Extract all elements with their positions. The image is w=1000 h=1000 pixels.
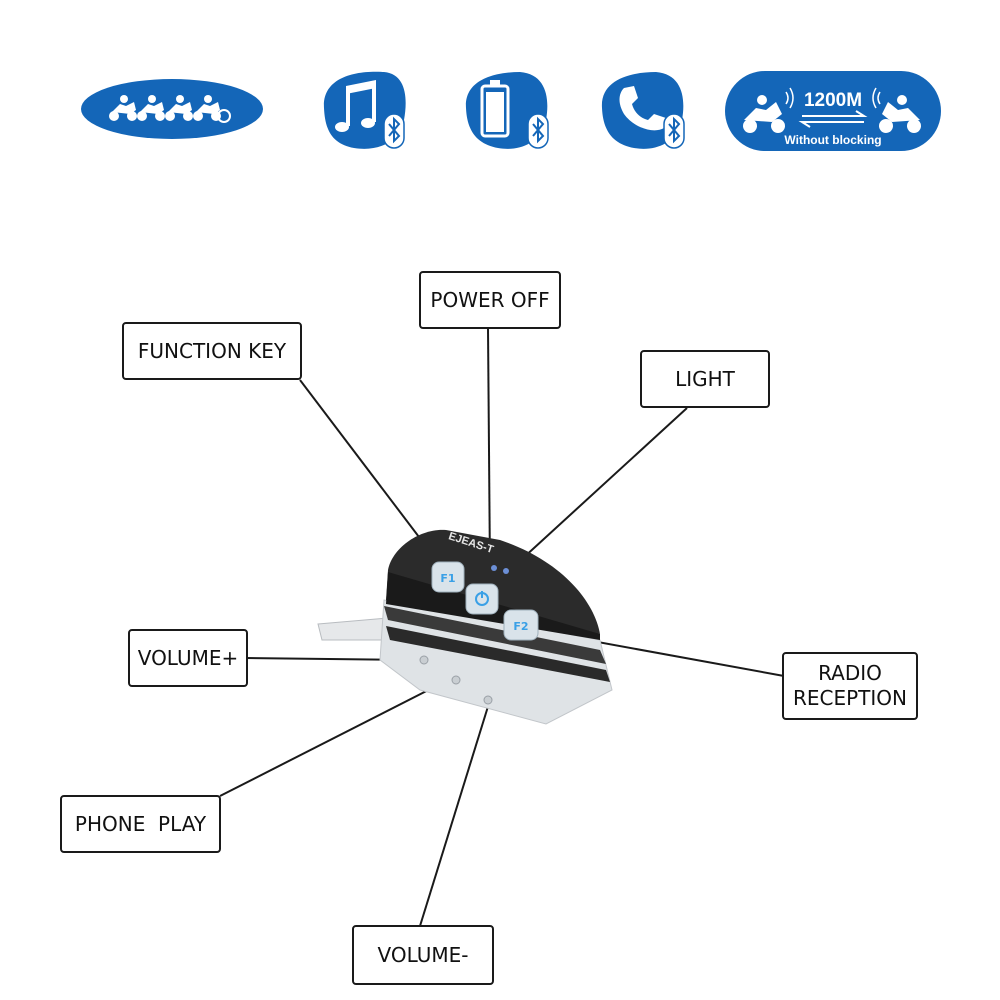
function-key-button[interactable]: F1	[431, 561, 465, 593]
label-phone-play: PHONE PLAY	[60, 795, 221, 853]
battery-icon	[458, 68, 552, 152]
radio-button[interactable]: F2	[503, 609, 539, 641]
label-volume-minus: VOLUME-	[352, 925, 494, 985]
label-function-key: FUNCTION KEY	[122, 322, 302, 380]
svg-text:F2: F2	[513, 620, 528, 633]
volume-minus-side-button[interactable]	[483, 695, 493, 705]
power-button[interactable]	[465, 583, 499, 615]
phone-play-side-button[interactable]	[451, 675, 461, 685]
label-power-off: POWER OFF	[419, 271, 561, 329]
range-label: 1200M	[804, 90, 862, 111]
led-light-2	[503, 568, 509, 574]
bluetooth-icon	[383, 113, 405, 149]
phone-icon	[594, 68, 688, 152]
volume-plus-side-button[interactable]	[419, 655, 429, 665]
led-light-1	[491, 565, 497, 571]
music-note-icon	[314, 68, 408, 152]
group-riders-icon	[80, 78, 264, 140]
label-radio-reception: RADIO RECEPTION	[782, 652, 918, 720]
svg-text:F1: F1	[440, 572, 455, 585]
leader-phone-play	[219, 677, 453, 797]
range-between-bikes-icon: 1200M Without blocking	[724, 70, 942, 152]
label-light: LIGHT	[640, 350, 770, 408]
device-clip	[317, 617, 393, 641]
label-volume-plus: VOLUME+	[128, 629, 248, 687]
range-sublabel: Without blocking	[784, 133, 881, 147]
leader-power-off	[487, 327, 491, 573]
leader-volume-minus	[419, 699, 491, 927]
leader-light	[509, 407, 688, 571]
